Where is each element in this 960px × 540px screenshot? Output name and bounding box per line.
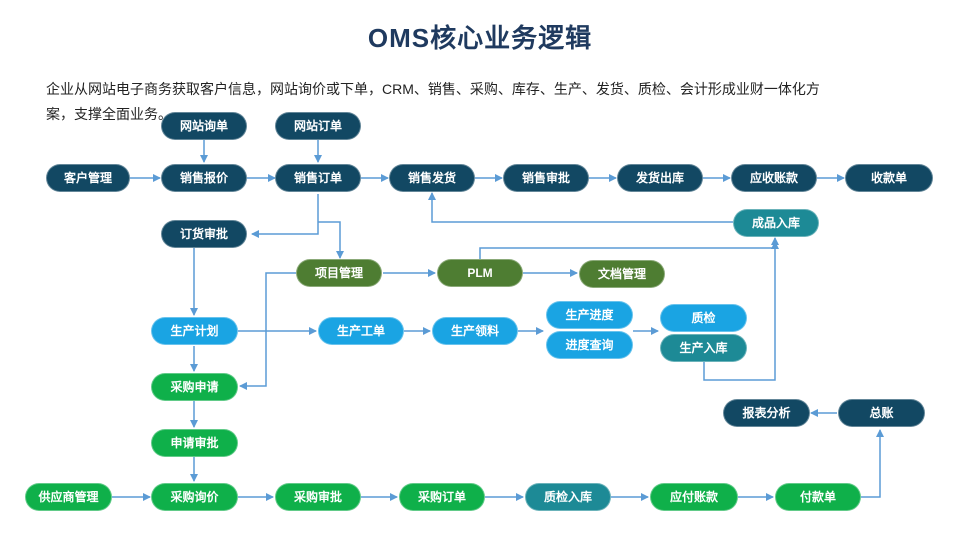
- arrow-order-to-project: [318, 221, 344, 259]
- qc-in-node[interactable]: 质检入库: [525, 483, 611, 511]
- arrow-order-to-review: [251, 194, 319, 238]
- arrow-finished-to-invoice: [428, 192, 733, 223]
- purchase-req-node[interactable]: 采购申请: [151, 373, 238, 401]
- arrow-prod-in-to-finished: [703, 241, 779, 381]
- doc-mgmt-node[interactable]: 文档管理: [579, 260, 665, 288]
- sales-audit-node[interactable]: 销售审批: [503, 164, 589, 192]
- payable-node[interactable]: 应付账款: [650, 483, 738, 511]
- purchase-inquiry-node[interactable]: 采购询价: [151, 483, 238, 511]
- project-mgmt-node[interactable]: 项目管理: [296, 259, 382, 287]
- work-order-node[interactable]: 生产工单: [318, 317, 404, 345]
- ship-out-node[interactable]: 发货出库: [617, 164, 703, 192]
- payment-node[interactable]: 付款单: [775, 483, 861, 511]
- supplier-mgmt-node[interactable]: 供应商管理: [25, 483, 112, 511]
- collection-node[interactable]: 收款单: [845, 164, 933, 192]
- finished-in-node[interactable]: 成品入库: [733, 209, 819, 237]
- arrow-plm-to-finished: [479, 237, 779, 259]
- prod-progress-node[interactable]: 生产进度: [546, 301, 633, 329]
- purchase-order-node[interactable]: 采购订单: [399, 483, 485, 511]
- progress-query-node[interactable]: 进度查询: [546, 331, 633, 359]
- web-inquiry-node[interactable]: 网站询单: [161, 112, 247, 140]
- order-review-node[interactable]: 订货审批: [161, 220, 247, 248]
- req-review-node[interactable]: 申请审批: [151, 429, 238, 457]
- prod-plan-node[interactable]: 生产计划: [151, 317, 238, 345]
- prod-in-node[interactable]: 生产入库: [660, 334, 747, 362]
- sales-quote-node[interactable]: 销售报价: [161, 164, 247, 192]
- description-text: 企业从网站电子商务获取客户信息，网站询价或下单，CRM、销售、采购、库存、生产、…: [46, 81, 820, 122]
- page-title: OMS核心业务逻辑: [367, 23, 593, 53]
- ledger-node[interactable]: 总账: [838, 399, 925, 427]
- sales-order-node[interactable]: 销售订单: [275, 164, 361, 192]
- sales-invoice-node[interactable]: 销售发货: [389, 164, 475, 192]
- report-analysis-node[interactable]: 报表分析: [723, 399, 810, 427]
- arrow-project-to-purchase-req: [239, 272, 296, 390]
- plm-node[interactable]: PLM: [437, 259, 523, 287]
- customer-mgmt-node[interactable]: 客户管理: [46, 164, 130, 192]
- purchase-audit-node[interactable]: 采购审批: [275, 483, 361, 511]
- material-pick-node[interactable]: 生产领料: [432, 317, 518, 345]
- arrow-payment-to-ledger: [861, 429, 884, 498]
- web-order-node[interactable]: 网站订单: [275, 112, 361, 140]
- receivable-node[interactable]: 应收账款: [731, 164, 817, 192]
- qc-node[interactable]: 质检: [660, 304, 747, 332]
